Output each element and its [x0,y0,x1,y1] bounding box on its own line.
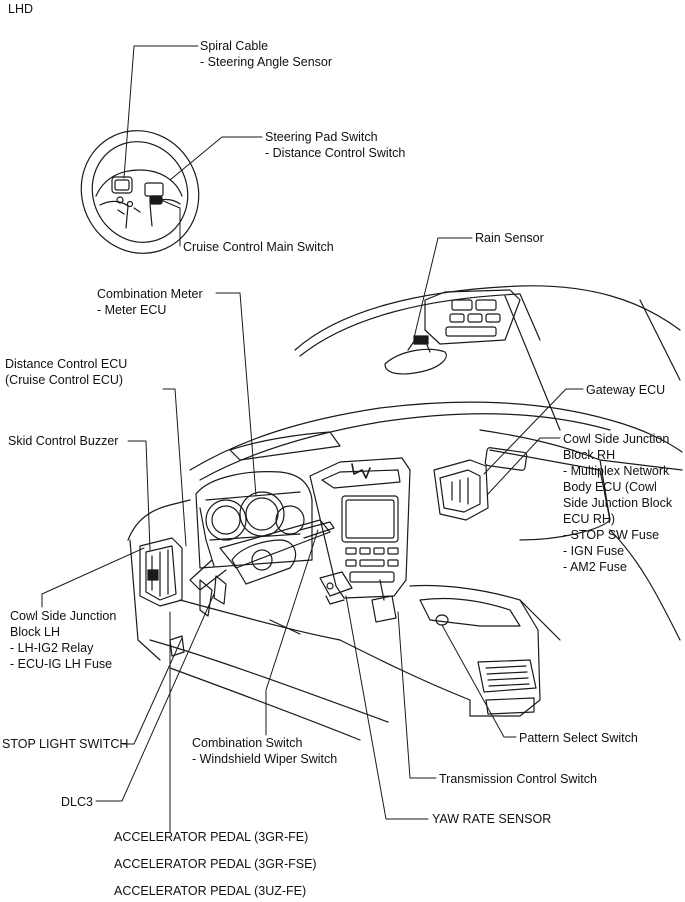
label-line: - Windshield Wiper Switch [192,752,338,766]
leader-lines [41,45,584,833]
leader-dlc3 [95,593,215,802]
label-stop-light-switch: STOP LIGHT SWITCH [2,736,128,752]
label-line: Side Junction Block [563,496,673,510]
leader-cowl-rh [487,437,561,495]
label-dlc3: DLC3 [61,794,93,810]
leader-steering-pad [169,136,263,181]
leader-spiral-cable [123,45,199,179]
label-line: Cruise Control Main Switch [183,240,334,254]
label-line: Combination Meter [97,287,203,301]
label-line: Pattern Select Switch [519,731,638,745]
label-line: ACCELERATOR PEDAL (3UZ-FE) [114,884,307,898]
label-line: - Meter ECU [97,303,167,317]
label-cruise-control-main-switch: Cruise Control Main Switch [183,239,334,255]
label-line: - IGN Fuse [563,544,625,558]
label-line: Skid Control Buzzer [8,434,119,448]
leader-combination-switch [265,529,319,736]
label-combination-switch: Combination Switch - Windshield Wiper Sw… [192,735,337,767]
label-line: DLC3 [61,795,93,809]
label-accelerator-pedal-3uz-fe: ACCELERATOR PEDAL (3UZ-FE) [114,883,306,899]
label-skid-control-buzzer: Skid Control Buzzer [8,433,118,449]
label-transmission-control-switch: Transmission Control Switch [439,771,597,787]
label-accelerator-pedal-3gr-fse: ACCELERATOR PEDAL (3GR-FSE) [114,856,317,872]
label-line: YAW RATE SENSOR [432,812,552,826]
label-line: ECU RH) [563,512,616,526]
label-line: - LH-IG2 Relay [10,641,94,655]
leader-skid-buzzer [127,440,151,551]
label-line: (Cruise Control ECU) [5,373,124,387]
leader-distance-ecu [162,388,187,547]
label-pattern-select-switch: Pattern Select Switch [519,730,638,746]
label-line: Combination Switch [192,736,303,750]
leader-transmission [397,611,437,779]
label-steering-pad-switch: Steering Pad Switch - Distance Control S… [265,129,405,161]
label-line: Distance Control ECU [5,357,128,371]
label-line: STOP LIGHT SWITCH [2,737,129,751]
leader-cruise-main [155,197,181,247]
label-line: ACCELERATOR PEDAL (3GR-FSE) [114,857,317,871]
label-line: - ECU-IG LH Fuse [10,657,113,671]
label-distance-control-ecu: Distance Control ECU (Cruise Control ECU… [5,356,127,388]
label-line: ACCELERATOR PEDAL (3GR-FE) [114,830,309,844]
leader-gateway-ecu [483,388,584,475]
label-line: Cowl Side Junction [10,609,117,623]
label-line: Cowl Side Junction [563,432,670,446]
label-line: Rain Sensor [475,231,544,245]
leader-stop-light [122,637,183,745]
label-cowl-side-junction-block-rh: Cowl Side Junction Block RH - Multiplex … [563,431,672,575]
label-gateway-ecu: Gateway ECU [586,382,665,398]
label-line: - Steering Angle Sensor [200,55,333,69]
label-line: Transmission Control Switch [439,772,597,786]
label-cowl-side-junction-block-lh: Cowl Side Junction Block LH - LH-IG2 Rel… [10,608,116,672]
label-line: - STOP SW Fuse [563,528,660,542]
label-line: Block LH [10,625,61,639]
dashboard-illustration [127,285,683,741]
label-line: - AM2 Fuse [563,560,627,574]
label-line: Spiral Cable [200,39,269,53]
steering-wheel-illustration [80,130,200,254]
label-yaw-rate-sensor: YAW RATE SENSOR [432,811,551,827]
label-rain-sensor: Rain Sensor [475,230,544,246]
label-spiral-cable: Spiral Cable - Steering Angle Sensor [200,38,332,70]
corner-label-lhd: LHD [8,2,34,16]
label-line: - Multiplex Network [563,464,670,478]
label-combination-meter: Combination Meter - Meter ECU [97,286,203,318]
label-line: Steering Pad Switch [265,130,378,144]
label-line: Gateway ECU [586,383,666,397]
leader-pattern-select [441,624,517,738]
leader-cowl-lh [41,547,145,608]
label-line: - Distance Control Switch [265,146,406,160]
label-line: Block RH [563,448,616,462]
label-line: Body ECU (Cowl [563,480,657,494]
leader-yaw-rate [345,595,429,820]
leader-combination-meter [215,292,257,497]
label-accelerator-pedal-3gr-fe: ACCELERATOR PEDAL (3GR-FE) [114,829,308,845]
leader-rain-sensor [413,237,473,339]
